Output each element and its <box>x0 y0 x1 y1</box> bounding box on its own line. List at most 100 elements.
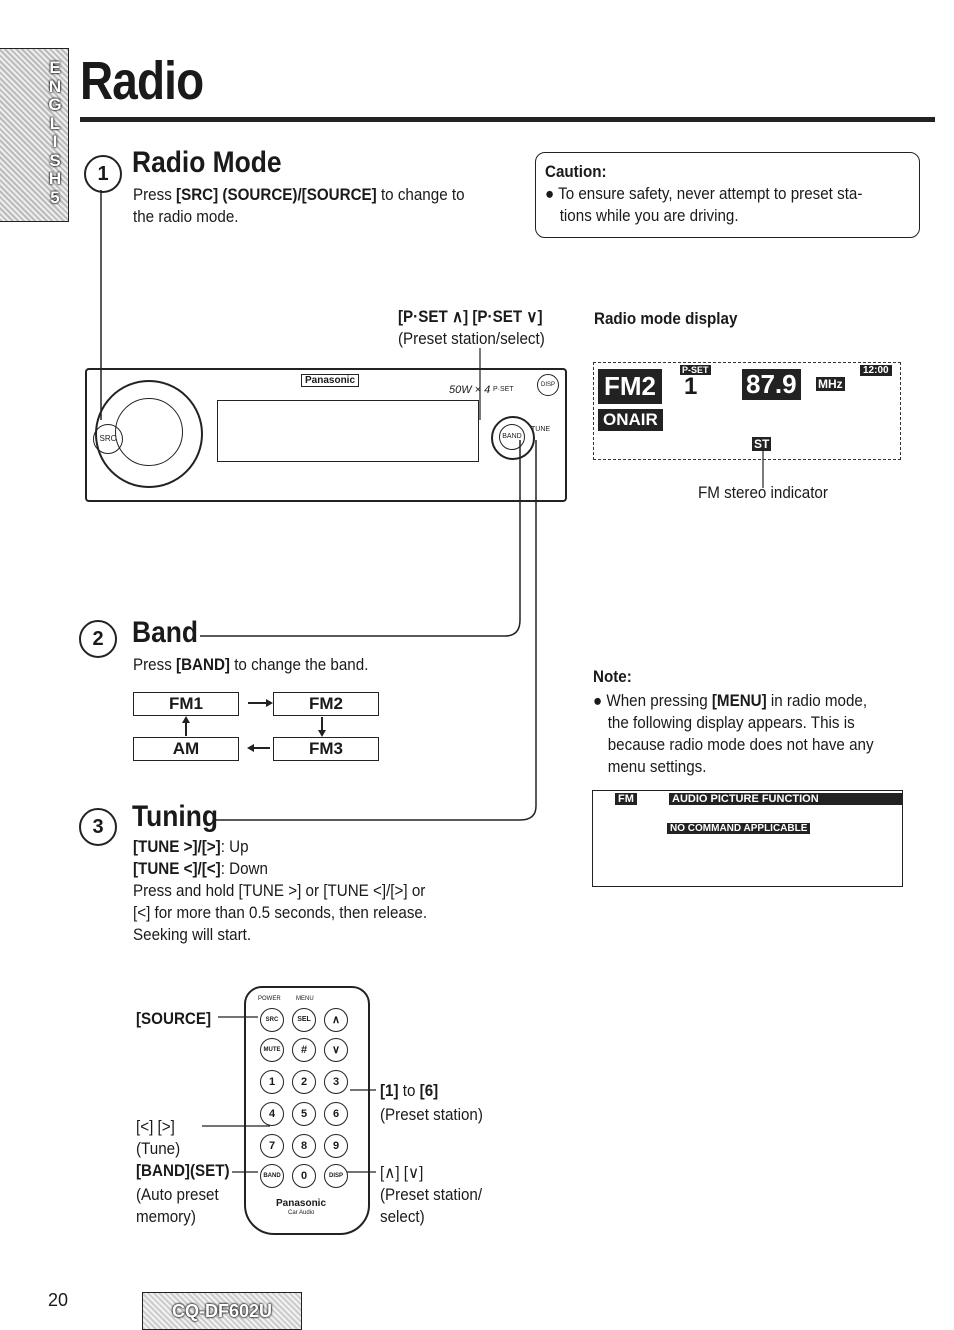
remote-brand-sub: Car Audio <box>288 1210 315 1216</box>
remote-key-2: 2 <box>292 1070 316 1094</box>
remote-source-button: SRC <box>260 1008 284 1032</box>
model-badge: CQ-DF602U <box>142 1292 302 1330</box>
faceplate-power: 50W × 4 <box>449 384 491 396</box>
menu-display-items: AUDIO PICTURE FUNCTION <box>669 793 903 805</box>
volume-knob-inner <box>115 398 183 466</box>
preset-key-6: [6] <box>419 1082 439 1100</box>
text: menu settings. <box>607 758 707 776</box>
section-number-3: 3 <box>79 808 117 846</box>
text: Press <box>133 656 177 674</box>
remote-disp-button: DISP <box>324 1164 348 1188</box>
arrow-right-icon <box>248 699 273 707</box>
tab-letter: G <box>48 95 62 114</box>
text: Seeking will start. <box>133 926 252 944</box>
disp-button: DISP <box>537 374 559 396</box>
remote-up-button: ∧ <box>324 1008 348 1032</box>
tuning-heading: Tuning <box>132 800 219 833</box>
tab-letter: 5 <box>50 187 60 207</box>
band-fm3: FM3 <box>273 737 379 761</box>
band-ring <box>491 416 535 460</box>
faceplate-brand: Panasonic <box>301 374 360 387</box>
remote-brand: Panasonic <box>276 1198 327 1209</box>
text: ● When pressing <box>593 692 712 710</box>
band-text: Press [BAND] to change the band. <box>133 654 501 676</box>
caution-text: ● To ensure safety, never attempt to pre… <box>545 183 913 227</box>
text: Press <box>133 186 177 204</box>
remote-bandset-sub2: memory) <box>136 1208 196 1226</box>
text: the following display appears. This is <box>607 714 855 732</box>
src-button: SRC <box>93 424 123 454</box>
tuning-text: [TUNE >]/[>]: Up [TUNE <]/[<]: Down Pres… <box>133 836 501 946</box>
remote-band-button: BAND <box>260 1164 284 1188</box>
page-number: 20 <box>48 1290 69 1310</box>
radio-mode-display: FM2 P-SET 1 87.9 MHz 12:00 ONAIR ST <box>593 362 901 460</box>
text: to <box>398 1082 420 1100</box>
text: tions while you are driving. <box>559 207 739 225</box>
text: to change to <box>376 186 465 204</box>
display-onair: ONAIR <box>598 409 663 431</box>
remote-number-button: # <box>292 1038 316 1062</box>
remote-down-button: ∨ <box>324 1038 348 1062</box>
pset-sublabel: (Preset station/select) <box>398 330 545 348</box>
text: [<] for more than 0.5 seconds, then rele… <box>133 904 428 922</box>
tab-letter: N <box>48 76 62 96</box>
remote-key-7: 7 <box>260 1134 284 1158</box>
menu-display: FM AUDIO PICTURE FUNCTION NO COMMAND APP… <box>592 790 903 887</box>
model-name: CQ-DF602U <box>171 1301 273 1321</box>
band-cycle-arrows <box>182 699 326 752</box>
caution-title: Caution: <box>545 163 607 181</box>
section-number-1: 1 <box>84 155 122 193</box>
band-am: AM <box>133 737 239 761</box>
preset-key-1: [1] <box>380 1082 399 1100</box>
pset-button-label: P·SET <box>493 386 514 393</box>
remote-menu-label: MENU <box>296 996 314 1002</box>
faceplate-display-window <box>217 400 479 462</box>
display-pset: P-SET <box>680 365 711 375</box>
display-stereo-icon: ST <box>752 437 772 451</box>
remote-key-5: 5 <box>292 1102 316 1126</box>
band-fm1: FM1 <box>133 692 239 716</box>
page-title: Radio <box>80 51 204 111</box>
text: in radio mode, <box>766 692 868 710</box>
display-preset-number: 1 <box>684 373 698 400</box>
text: ● To ensure safety, never attempt to pre… <box>545 185 863 203</box>
arrow-down-icon <box>318 717 326 737</box>
tune-up-key: [TUNE >]/[>] <box>133 838 221 856</box>
head-unit-faceplate: SRC Panasonic 50W × 4 BAND TUNE P·SET DI… <box>85 368 567 502</box>
remote-key-8: 8 <box>292 1134 316 1158</box>
band-heading: Band <box>132 616 198 649</box>
remote-key-3: 3 <box>324 1070 348 1094</box>
remote-bandset-label: [BAND](SET) <box>136 1162 230 1180</box>
stereo-indicator-label: FM stereo indicator <box>698 484 828 502</box>
tab-letter: I <box>52 132 58 151</box>
menu-display-message: NO COMMAND APPLICABLE <box>667 823 811 834</box>
language-tab: E N G L I S H 5 <box>0 48 69 222</box>
remote-mute-button: MUTE <box>260 1038 284 1062</box>
remote-tune-label: [<] [>] <box>136 1118 175 1136</box>
caution-box: Caution: ● To ensure safety, never attem… <box>535 152 920 238</box>
remote-key-9: 9 <box>324 1134 348 1158</box>
text: because radio mode does not have any <box>607 736 874 754</box>
display-unit: MHz <box>816 377 845 391</box>
menu-key-label: [MENU] <box>711 692 767 710</box>
remote-updown-sub1: (Preset station/ <box>380 1186 483 1204</box>
display-clock: 12:00 <box>860 365 892 376</box>
remote-key-0: 0 <box>292 1164 316 1188</box>
remote-preset-sub: (Preset station) <box>380 1106 483 1124</box>
note-text: ● When pressing [MENU] in radio mode, th… <box>593 690 906 778</box>
remote-bandset-sub1: (Auto preset <box>136 1186 219 1204</box>
tune-down-key: [TUNE <]/[<] <box>133 860 221 878</box>
remote-updown-label: [∧] [∨] <box>380 1164 424 1182</box>
arrow-left-icon <box>247 744 270 752</box>
remote-power-label: POWER <box>258 996 281 1002</box>
band-key-label: [BAND] <box>176 656 230 674</box>
display-band: FM2 <box>598 369 662 404</box>
text: : Up <box>220 838 249 856</box>
text: the radio mode. <box>133 208 239 226</box>
remote-control: POWER MENU SRC SEL ∧ MUTE # ∨ 1 2 3 4 5 … <box>244 986 370 1235</box>
remote-preset-label: [1] to [6] <box>380 1080 438 1102</box>
remote-updown-sub2: select) <box>380 1208 425 1226</box>
arrow-up-icon <box>182 716 190 736</box>
text: to change the band. <box>229 656 369 674</box>
pset-label: [P·SET ∧] [P·SET ∨] <box>398 308 543 326</box>
